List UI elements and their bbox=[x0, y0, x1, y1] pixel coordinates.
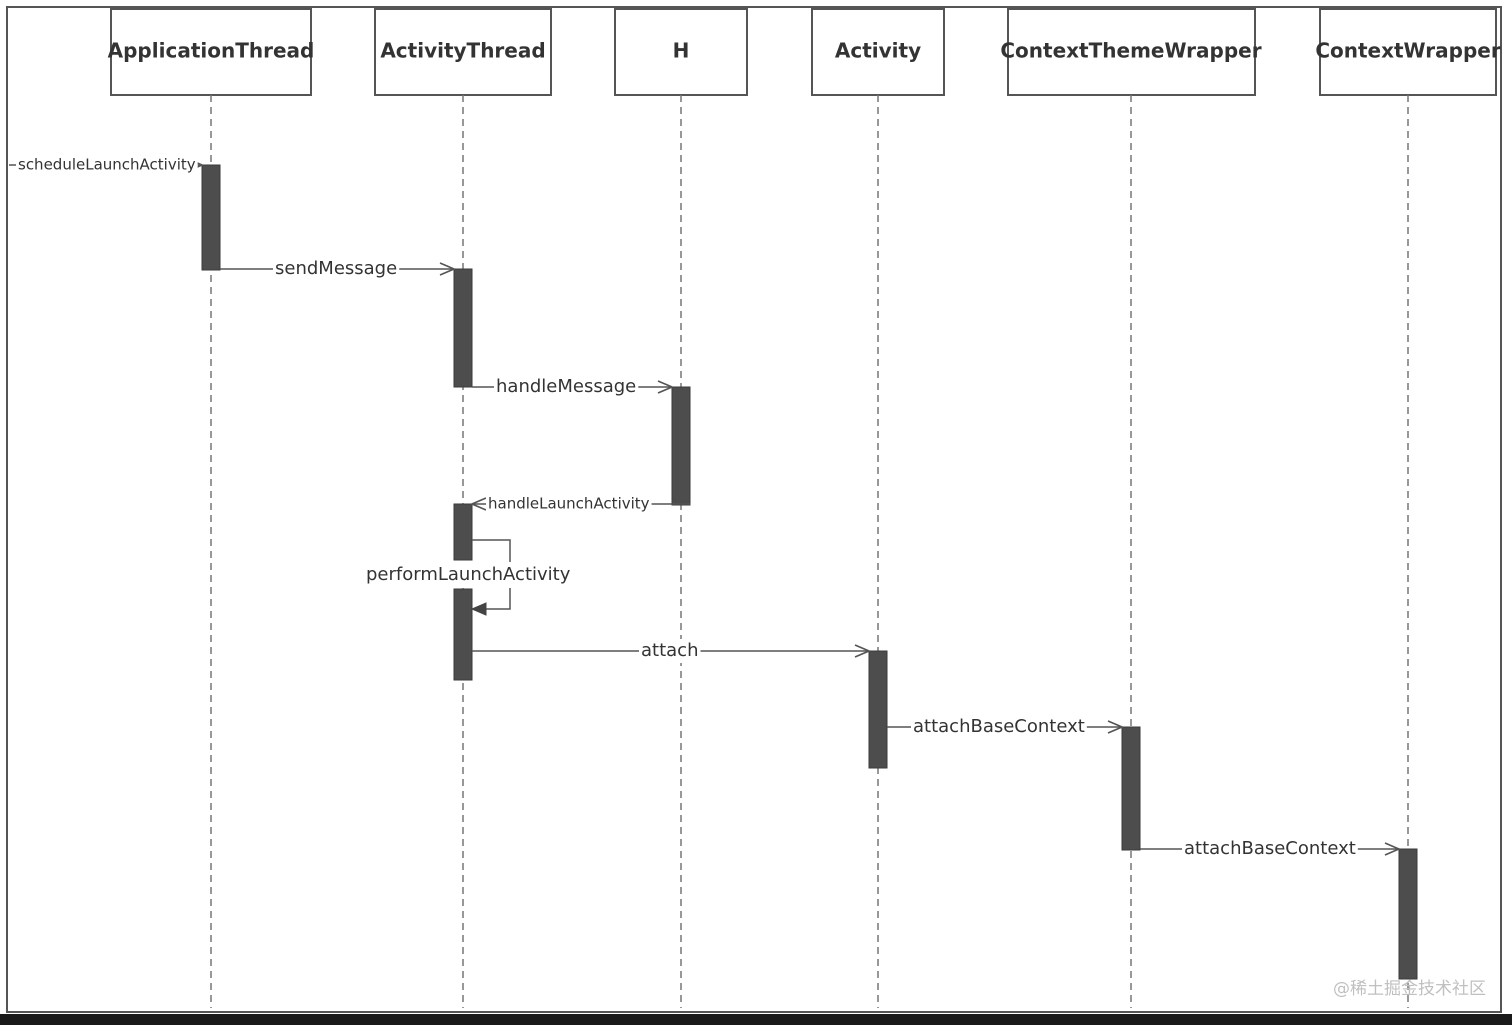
message-label-send-message: sendMessage bbox=[275, 258, 397, 279]
lifeline-context-wrapper: ContextWrapper bbox=[1315, 8, 1501, 1008]
watermark-text: @稀土掘金技术社区 bbox=[1333, 979, 1486, 999]
message-attach-base-context-2: attachBaseContext bbox=[1140, 837, 1399, 861]
lifeline-application-thread: ApplicationThread bbox=[108, 8, 315, 1008]
message-label-bg-attach bbox=[639, 639, 701, 663]
lifeline-label-application-thread: ApplicationThread bbox=[108, 39, 315, 63]
message-label-perform-launch-activity: performLaunchActivity bbox=[366, 564, 571, 585]
message-label-bg-handle-launch-activity bbox=[486, 494, 652, 514]
message-label-attach-base-context-1: attachBaseContext bbox=[913, 716, 1085, 737]
lifeline-label-activity: Activity bbox=[835, 39, 921, 63]
message-attach-base-context-1: attachBaseContext bbox=[887, 715, 1122, 739]
message-perform-launch-activity: performLaunchActivity bbox=[364, 539, 573, 609]
activation-activity bbox=[868, 650, 888, 769]
message-label-handle-message: handleMessage bbox=[496, 376, 636, 397]
activation-application-thread bbox=[201, 164, 221, 271]
message-label-bg-attach-base-context-1 bbox=[911, 715, 1087, 739]
message-send-message: sendMessage bbox=[220, 257, 454, 281]
diagram-border bbox=[6, 6, 1502, 1013]
lifeline-header-context-theme-wrapper bbox=[1007, 8, 1256, 96]
message-schedule-launch-activity: scheduleLaunchActivity bbox=[9, 155, 202, 175]
message-label-bg-attach-base-context-2 bbox=[1182, 837, 1358, 861]
message-handle-message: handleMessage bbox=[472, 375, 672, 399]
activation-h bbox=[671, 386, 691, 506]
lifeline-activity: Activity bbox=[811, 8, 945, 1008]
message-label-bg-handle-message bbox=[494, 375, 639, 399]
lifeline-label-h: H bbox=[673, 39, 690, 63]
lifeline-activity-thread: ActivityThread bbox=[374, 8, 552, 1008]
lifeline-context-theme-wrapper: ContextThemeWrapper bbox=[1000, 8, 1262, 1008]
message-label-handle-launch-activity: handleLaunchActivity bbox=[488, 495, 650, 513]
lifeline-h: H bbox=[614, 8, 748, 1008]
message-label-schedule-launch-activity: scheduleLaunchActivity bbox=[18, 156, 196, 174]
lifeline-header-activity-thread bbox=[374, 8, 552, 96]
message-label-bg-perform-launch-activity bbox=[364, 562, 573, 588]
lifeline-header-activity bbox=[811, 8, 945, 96]
message-label-attach-base-context-2: attachBaseContext bbox=[1184, 838, 1356, 859]
lifeline-header-application-thread bbox=[110, 8, 312, 96]
activation-activity-thread-2 bbox=[453, 503, 473, 561]
message-attach: attach bbox=[472, 639, 869, 663]
activation-context-theme-wrapper bbox=[1121, 726, 1141, 851]
lifeline-label-activity-thread: ActivityThread bbox=[380, 39, 545, 63]
activation-context-wrapper bbox=[1398, 848, 1418, 980]
activation-activity-thread-3 bbox=[453, 588, 473, 681]
message-label-attach: attach bbox=[641, 640, 698, 661]
message-label-bg-send-message bbox=[273, 257, 400, 281]
lifeline-label-context-wrapper: ContextWrapper bbox=[1315, 39, 1501, 63]
lifeline-label-context-theme-wrapper: ContextThemeWrapper bbox=[1000, 39, 1261, 63]
activation-activity-thread-1 bbox=[453, 268, 473, 388]
message-handle-launch-activity: handleLaunchActivity bbox=[472, 494, 690, 514]
lifeline-header-context-wrapper bbox=[1319, 8, 1497, 96]
message-label-bg-schedule-launch-activity bbox=[16, 155, 198, 175]
bottom-band bbox=[0, 1014, 1512, 1025]
